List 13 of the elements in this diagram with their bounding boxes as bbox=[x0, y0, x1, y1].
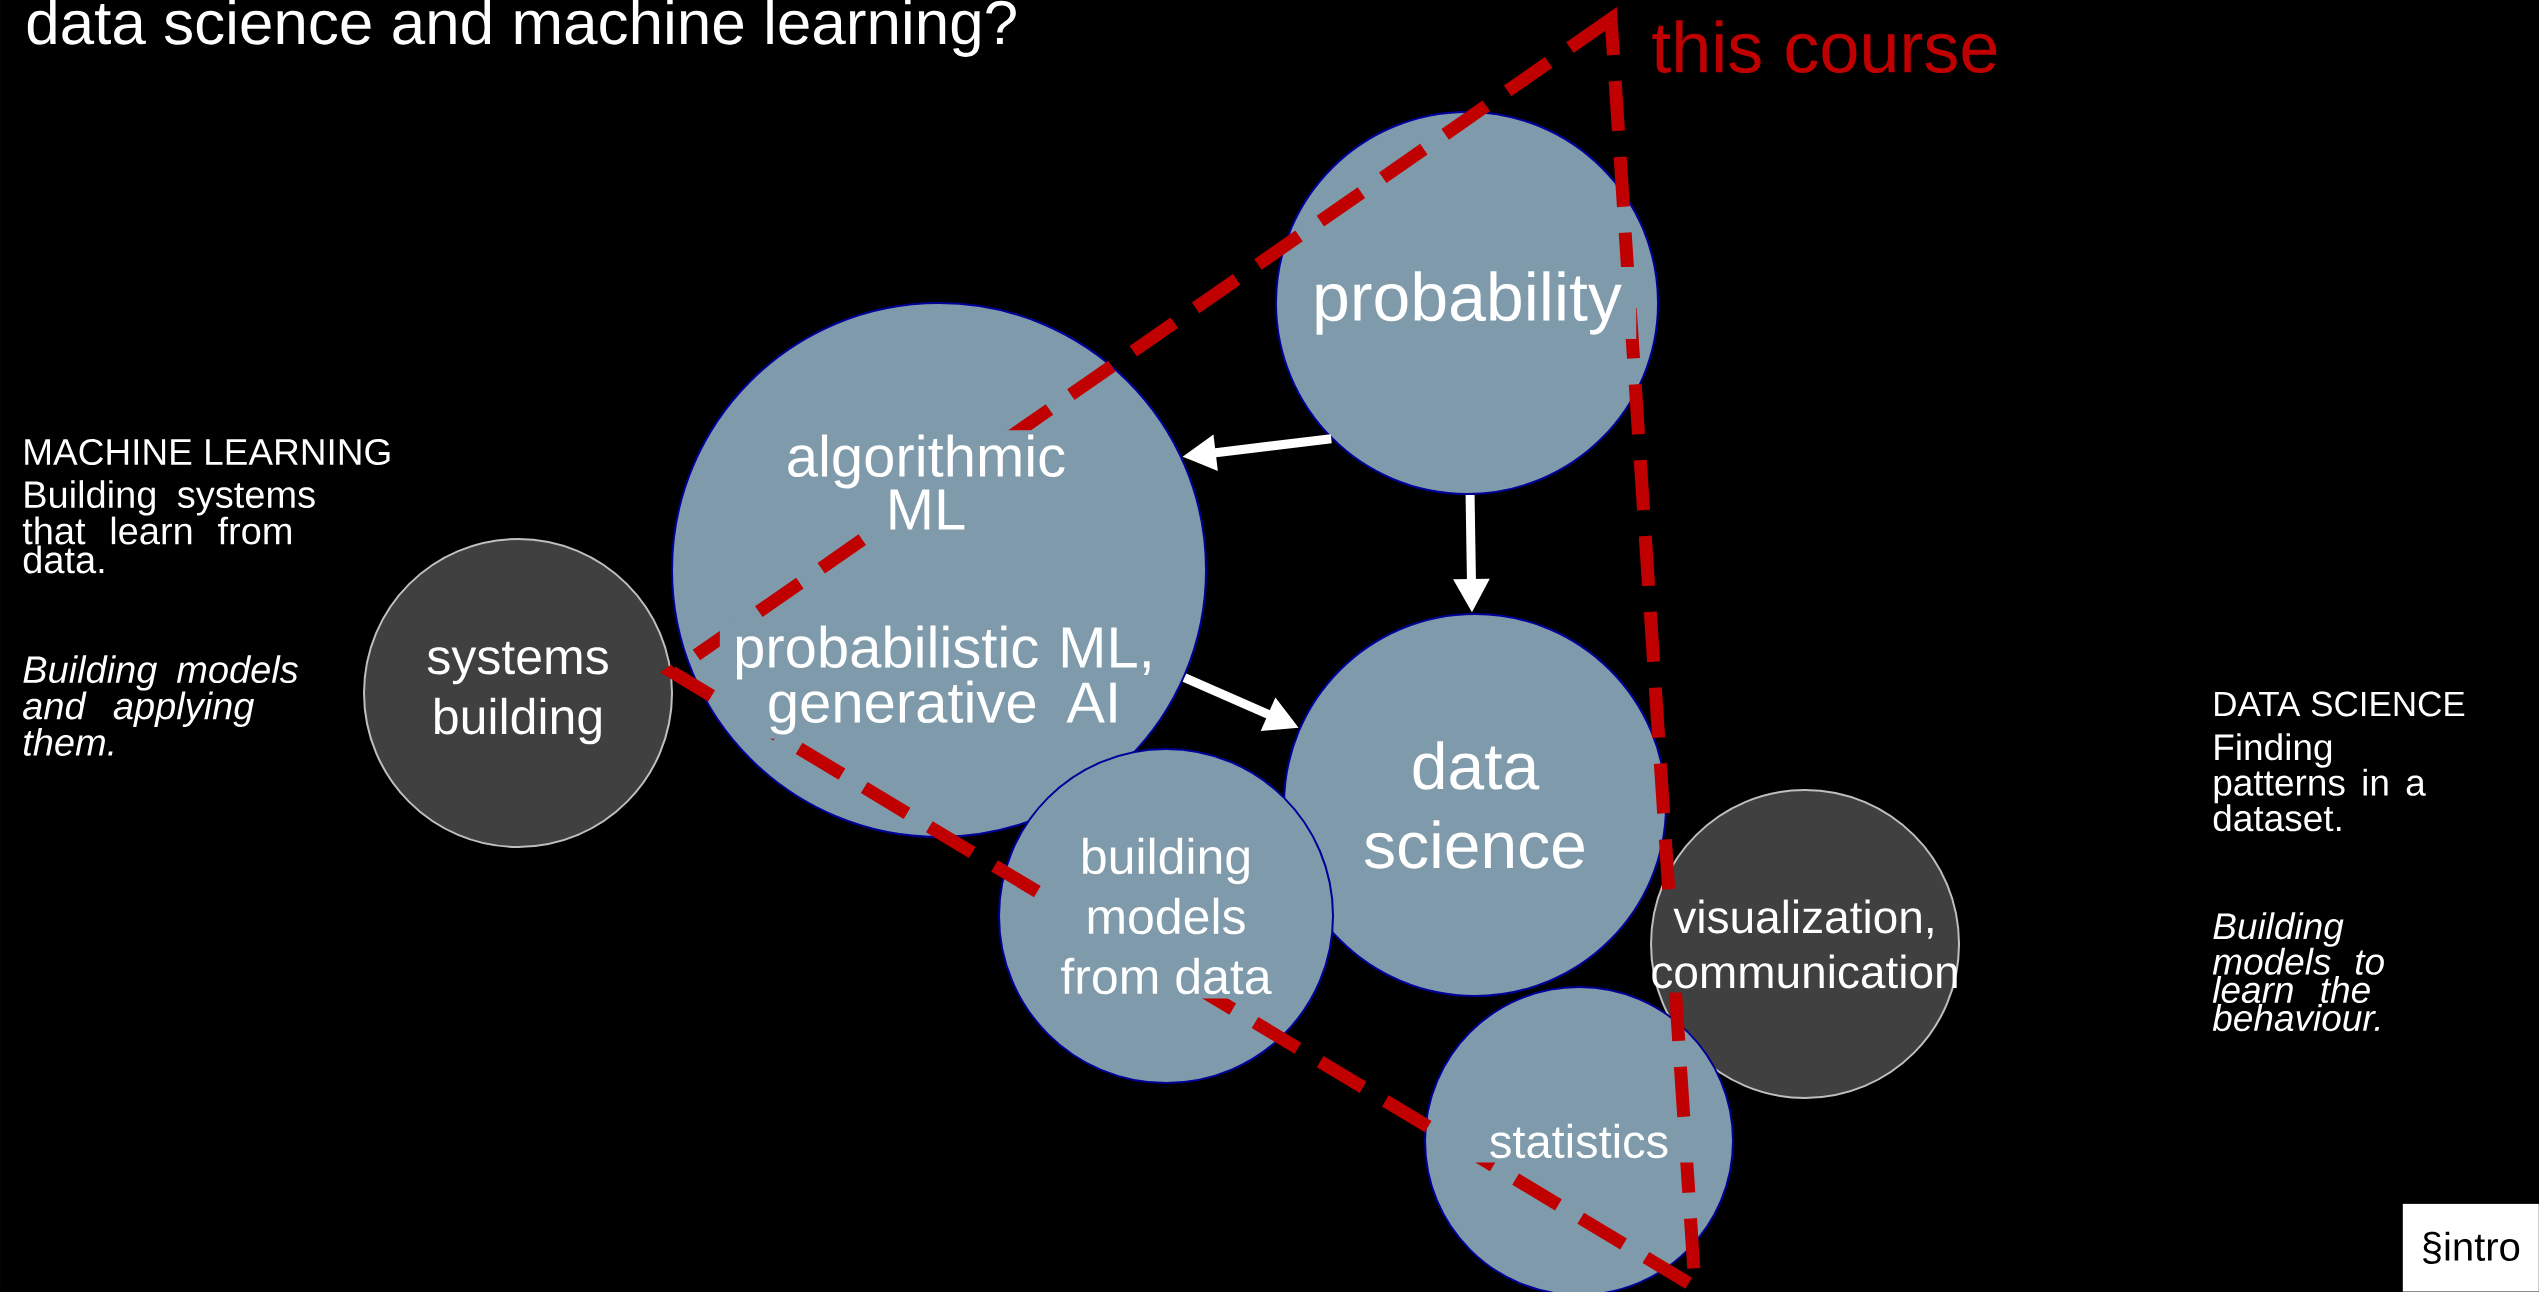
description-text: Building models and applying them. bbox=[23, 655, 298, 756]
course-label: this course bbox=[1652, 20, 1997, 74]
split-circle-node: algorithmic ML probabilistic ML, generative AI bbox=[671, 302, 1207, 838]
description-text: Finding patterns in a dataset. bbox=[2213, 733, 2426, 832]
circle-node: systems building bbox=[363, 538, 673, 848]
section-tag: §intro bbox=[2402, 1203, 2539, 1292]
circle-node: probability bbox=[1275, 111, 1659, 495]
slide-title: data science and machine learning? bbox=[27, 0, 1016, 57]
description-text: Building models to learn the behaviour. bbox=[2212, 912, 2384, 1032]
section-heading: MACHINE LEARNING bbox=[25, 438, 390, 466]
circle-node: building models from data bbox=[998, 748, 1334, 1084]
description-text: Building systems that learn from data. bbox=[22, 480, 315, 574]
section-heading: DATA SCIENCE bbox=[2215, 691, 2465, 717]
